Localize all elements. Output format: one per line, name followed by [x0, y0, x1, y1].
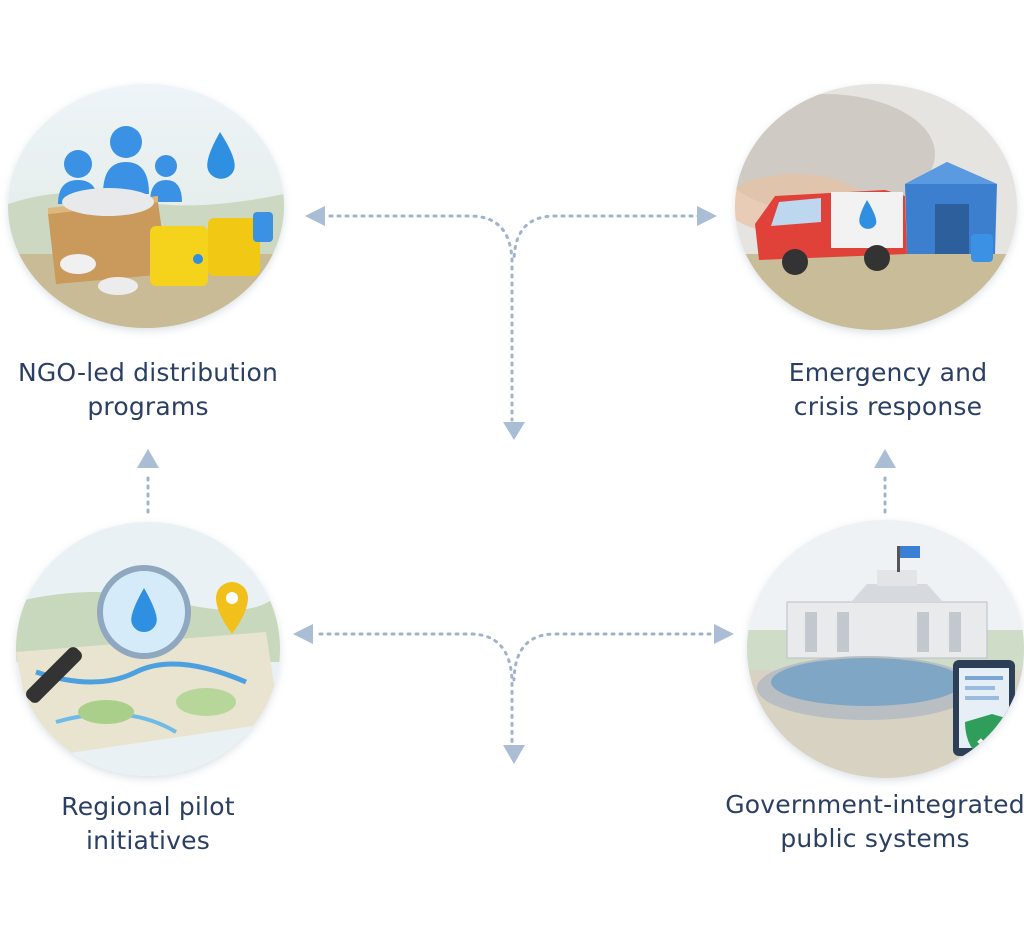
government-label: Government-integrated public systems — [720, 788, 1024, 856]
connector-top-right — [514, 216, 700, 260]
regional-label-line2: initiatives — [8, 824, 288, 858]
arrowhead-right-up — [874, 449, 896, 468]
emergency-label: Emergency and crisis response — [740, 356, 1024, 424]
ngo-label: NGO-led distribution programs — [0, 356, 296, 424]
ngo-label-line2: programs — [0, 390, 296, 424]
reservoir-icon — [757, 656, 977, 720]
arrowhead-top-left — [305, 206, 325, 226]
connector-bottom-left — [320, 634, 512, 745]
arrowhead-top-right — [697, 206, 717, 226]
regional-illustration — [16, 522, 280, 776]
arrowhead-left-up — [137, 449, 159, 468]
government-illustration — [747, 520, 1024, 778]
government-label-line1: Government-integrated — [720, 788, 1024, 822]
connector-top-left — [330, 216, 512, 420]
government-label-line2: public systems — [720, 822, 1024, 856]
ngo-illustration — [8, 84, 284, 328]
emergency-label-line1: Emergency and — [740, 356, 1024, 390]
ngo-label-line1: NGO-led distribution — [0, 356, 296, 390]
emergency-label-line2: crisis response — [740, 390, 1024, 424]
arrowhead-center-top — [503, 422, 525, 440]
emergency-illustration — [735, 84, 1017, 330]
regional-label-line1: Regional pilot — [8, 790, 288, 824]
arrowhead-bottom-left — [293, 624, 313, 644]
arrowhead-center-bottom — [503, 745, 525, 764]
arrowhead-bottom-right — [714, 624, 734, 644]
regional-label: Regional pilot initiatives — [8, 790, 288, 858]
connector-bottom-right — [514, 634, 710, 680]
